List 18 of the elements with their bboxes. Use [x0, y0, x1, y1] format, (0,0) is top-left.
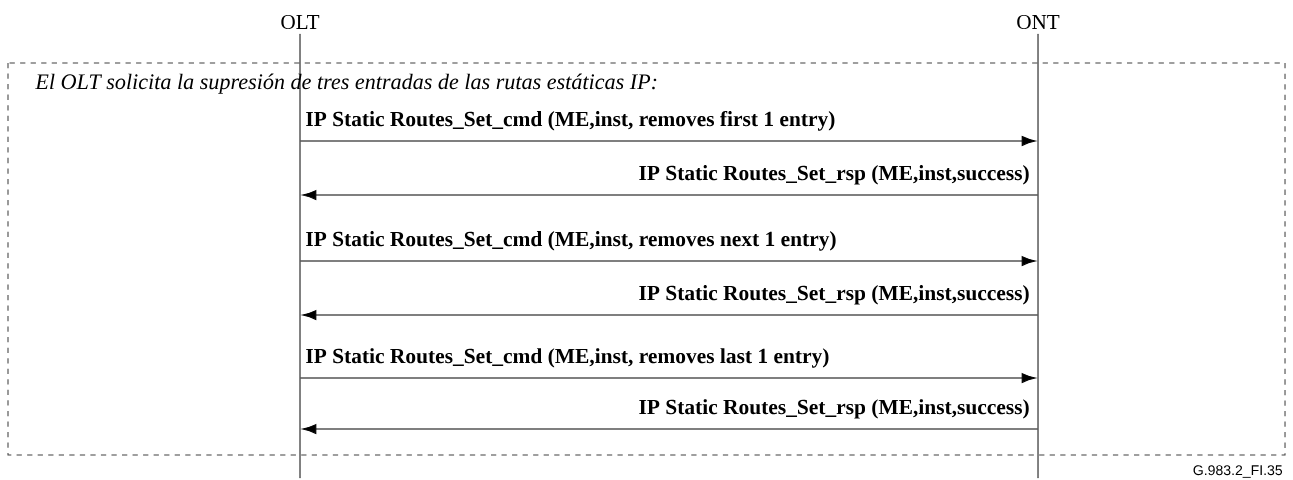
message-arrow	[302, 310, 1038, 320]
message-label: IP Static Routes_Set_cmd (ME,inst, removes next 1 entry)	[306, 231, 836, 251]
message-arrow	[300, 373, 1036, 383]
message-label: IP Static Routes_Set_rsp (ME,inst,success)	[639, 285, 1029, 305]
lifeline-header: OLT	[281, 14, 320, 30]
figure-id: G.983.2_FI.35	[1193, 465, 1283, 478]
message-label: IP Static Routes_Set_rsp (ME,inst,success)	[639, 399, 1029, 419]
message-label: IP Static Routes_Set_cmd (ME,inst, removes first 1 entry)	[306, 110, 835, 131]
lifeline	[1037, 33, 1039, 479]
lifeline	[299, 33, 301, 479]
message-label: IP Static Routes_Set_rsp (ME,inst,success)	[639, 165, 1029, 185]
message-arrow	[302, 190, 1038, 200]
note-text: El OLT solicita la supresión de tres entradas de las rutas estáticas IP:	[35, 73, 657, 94]
message-arrow	[302, 424, 1038, 434]
message-arrow	[300, 256, 1036, 266]
message-arrow	[300, 136, 1036, 146]
lifeline-header: ONT	[1017, 14, 1060, 30]
message-label: IP Static Routes_Set_cmd (ME,inst, removes last 1 entry)	[306, 348, 829, 368]
